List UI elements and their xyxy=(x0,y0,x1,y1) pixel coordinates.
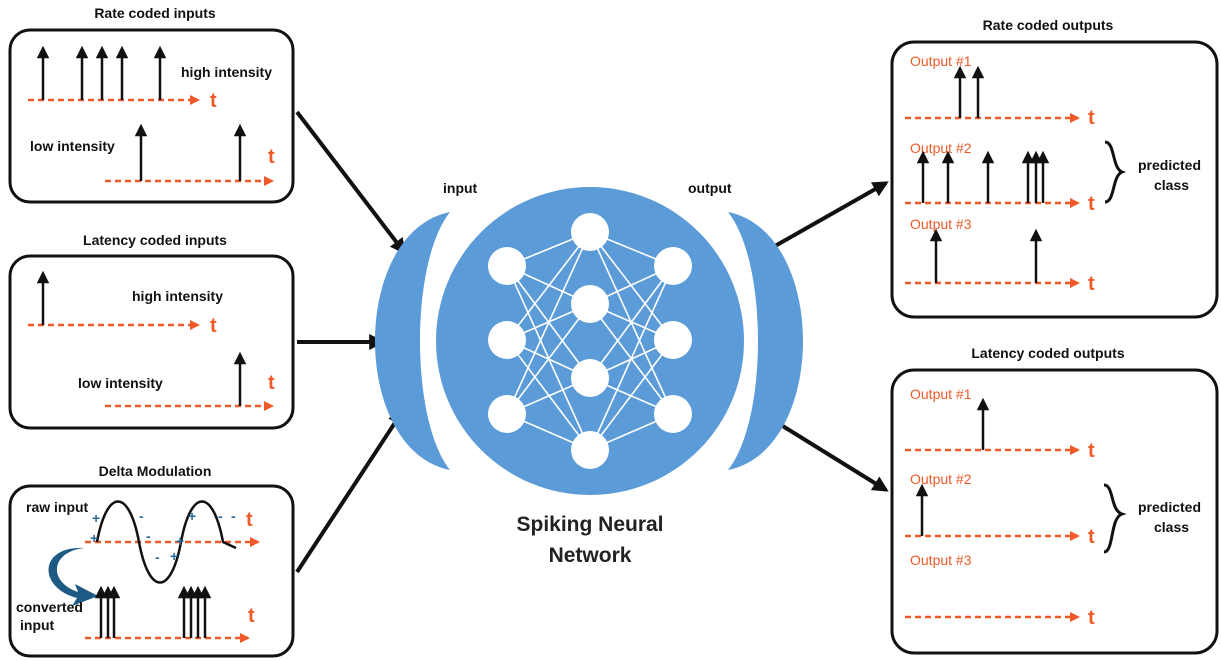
network-connection xyxy=(506,339,591,451)
input-neuron xyxy=(488,395,526,433)
output-neuron xyxy=(654,395,692,433)
rate-inputs-high-t: t xyxy=(210,90,217,112)
delta-raw-t: t xyxy=(246,509,253,531)
latency-inputs-high-label: high intensity xyxy=(132,288,223,304)
delta-box xyxy=(8,484,295,658)
rate-output-3-t: t xyxy=(1088,273,1095,295)
delta-sign: + xyxy=(90,530,98,546)
input-neuron xyxy=(488,321,526,359)
latency-outputs-title: Latency coded outputs xyxy=(971,345,1124,361)
rate-output-1-label: Output #1 xyxy=(910,53,972,69)
delta-sign: + xyxy=(176,533,184,549)
latency-output-1-label: Output #1 xyxy=(910,386,972,402)
latency-coded-inputs-panel: Latency coded inputs t high intensity lo… xyxy=(8,232,295,430)
latency-inputs-box xyxy=(8,254,295,430)
latency-output-3-label: Output #3 xyxy=(910,552,972,568)
latency-inputs-high-t: t xyxy=(210,315,217,337)
input-neuron xyxy=(488,247,526,285)
rate-output-3-label: Output #3 xyxy=(910,216,972,232)
delta-sign: + xyxy=(188,508,196,524)
rate-output-1-t: t xyxy=(1088,107,1095,129)
network-connection xyxy=(506,303,591,415)
rate-output-2-label: Output #2 xyxy=(910,140,972,156)
arrow-network-to-rate-outputs xyxy=(767,181,889,252)
latency-inputs-low-t: t xyxy=(268,372,275,394)
latency-predicted-line1: predicted xyxy=(1138,499,1201,515)
arrow-network-to-latency-outputs xyxy=(771,418,889,492)
delta-sign: - xyxy=(231,508,236,524)
rate-output-2-t: t xyxy=(1088,193,1095,215)
delta-converted-t: t xyxy=(248,605,255,627)
rate-outputs-title: Rate coded outputs xyxy=(983,17,1114,33)
rate-inputs-low-t: t xyxy=(268,146,275,168)
rate-outputs-box xyxy=(890,40,1219,319)
delta-sign: + xyxy=(170,548,178,564)
delta-sign-marks: + + - - + + - - + - xyxy=(90,508,236,565)
arrow-delta-to-network xyxy=(295,409,404,574)
conversion-curved-arrow-icon xyxy=(48,547,98,606)
rate-predicted-brace xyxy=(1104,140,1127,204)
network-connection xyxy=(506,231,591,415)
network-right-crescent xyxy=(728,212,803,470)
delta-sign: - xyxy=(155,549,160,565)
hidden-neuron xyxy=(571,213,609,251)
network-connection xyxy=(589,265,674,379)
delta-title: Delta Modulation xyxy=(99,463,212,479)
rate-coded-inputs-panel: Rate coded inputs t high intensity low i… xyxy=(8,5,295,204)
delta-sign: - xyxy=(218,508,223,524)
arrow-rate-inputs-to-network xyxy=(295,110,406,255)
network-connection xyxy=(589,339,674,451)
delta-sign: - xyxy=(139,508,144,524)
delta-raw-label: raw input xyxy=(26,499,89,515)
delta-converted-label-2: input xyxy=(20,617,55,633)
delta-converted-label-1: converted xyxy=(16,599,83,615)
latency-outputs-box xyxy=(890,368,1219,655)
rate-inputs-low-label: low intensity xyxy=(30,138,115,154)
latency-predicted-brace xyxy=(1103,483,1127,554)
hidden-neuron xyxy=(571,285,609,323)
delta-sign: + xyxy=(92,510,100,526)
delta-sign: - xyxy=(146,528,151,544)
latency-output-3-t: t xyxy=(1088,607,1095,629)
rate-inputs-high-label: high intensity xyxy=(181,64,272,80)
latency-predicted-line2: class xyxy=(1154,519,1189,535)
network-title-line2: Network xyxy=(549,544,632,567)
network-input-label: input xyxy=(443,180,478,196)
output-neuron xyxy=(654,321,692,359)
latency-inputs-low-label: low intensity xyxy=(78,375,163,391)
spiking-neural-network: input output Spiking Neural Network xyxy=(375,180,803,567)
latency-coded-outputs-panel: Latency coded outputs Output #1 t Output… xyxy=(890,345,1219,655)
delta-modulation-panel: Delta Modulation raw input t + + - - + +… xyxy=(8,463,295,658)
network-connection xyxy=(589,231,674,341)
network-neurons xyxy=(488,213,692,469)
raw-signal-wave xyxy=(95,500,237,584)
rate-predicted-line2: class xyxy=(1154,177,1189,193)
latency-inputs-title: Latency coded inputs xyxy=(83,232,227,248)
hidden-neuron xyxy=(571,359,609,397)
latency-output-2-t: t xyxy=(1088,526,1095,548)
latency-output-1-t: t xyxy=(1088,440,1095,462)
network-connection xyxy=(589,265,674,451)
network-title-line1: Spiking Neural xyxy=(516,513,663,536)
network-output-label: output xyxy=(688,180,732,196)
latency-output-2-label: Output #2 xyxy=(910,471,972,487)
rate-inputs-box xyxy=(8,28,295,204)
hidden-neuron xyxy=(571,431,609,469)
network-left-crescent xyxy=(375,212,450,470)
rate-predicted-line1: predicted xyxy=(1138,157,1201,173)
rate-inputs-title: Rate coded inputs xyxy=(94,5,216,21)
rate-coded-outputs-panel: Rate coded outputs Output #1 t Output #2… xyxy=(890,17,1219,319)
output-neuron xyxy=(654,247,692,285)
network-connection xyxy=(506,231,591,341)
